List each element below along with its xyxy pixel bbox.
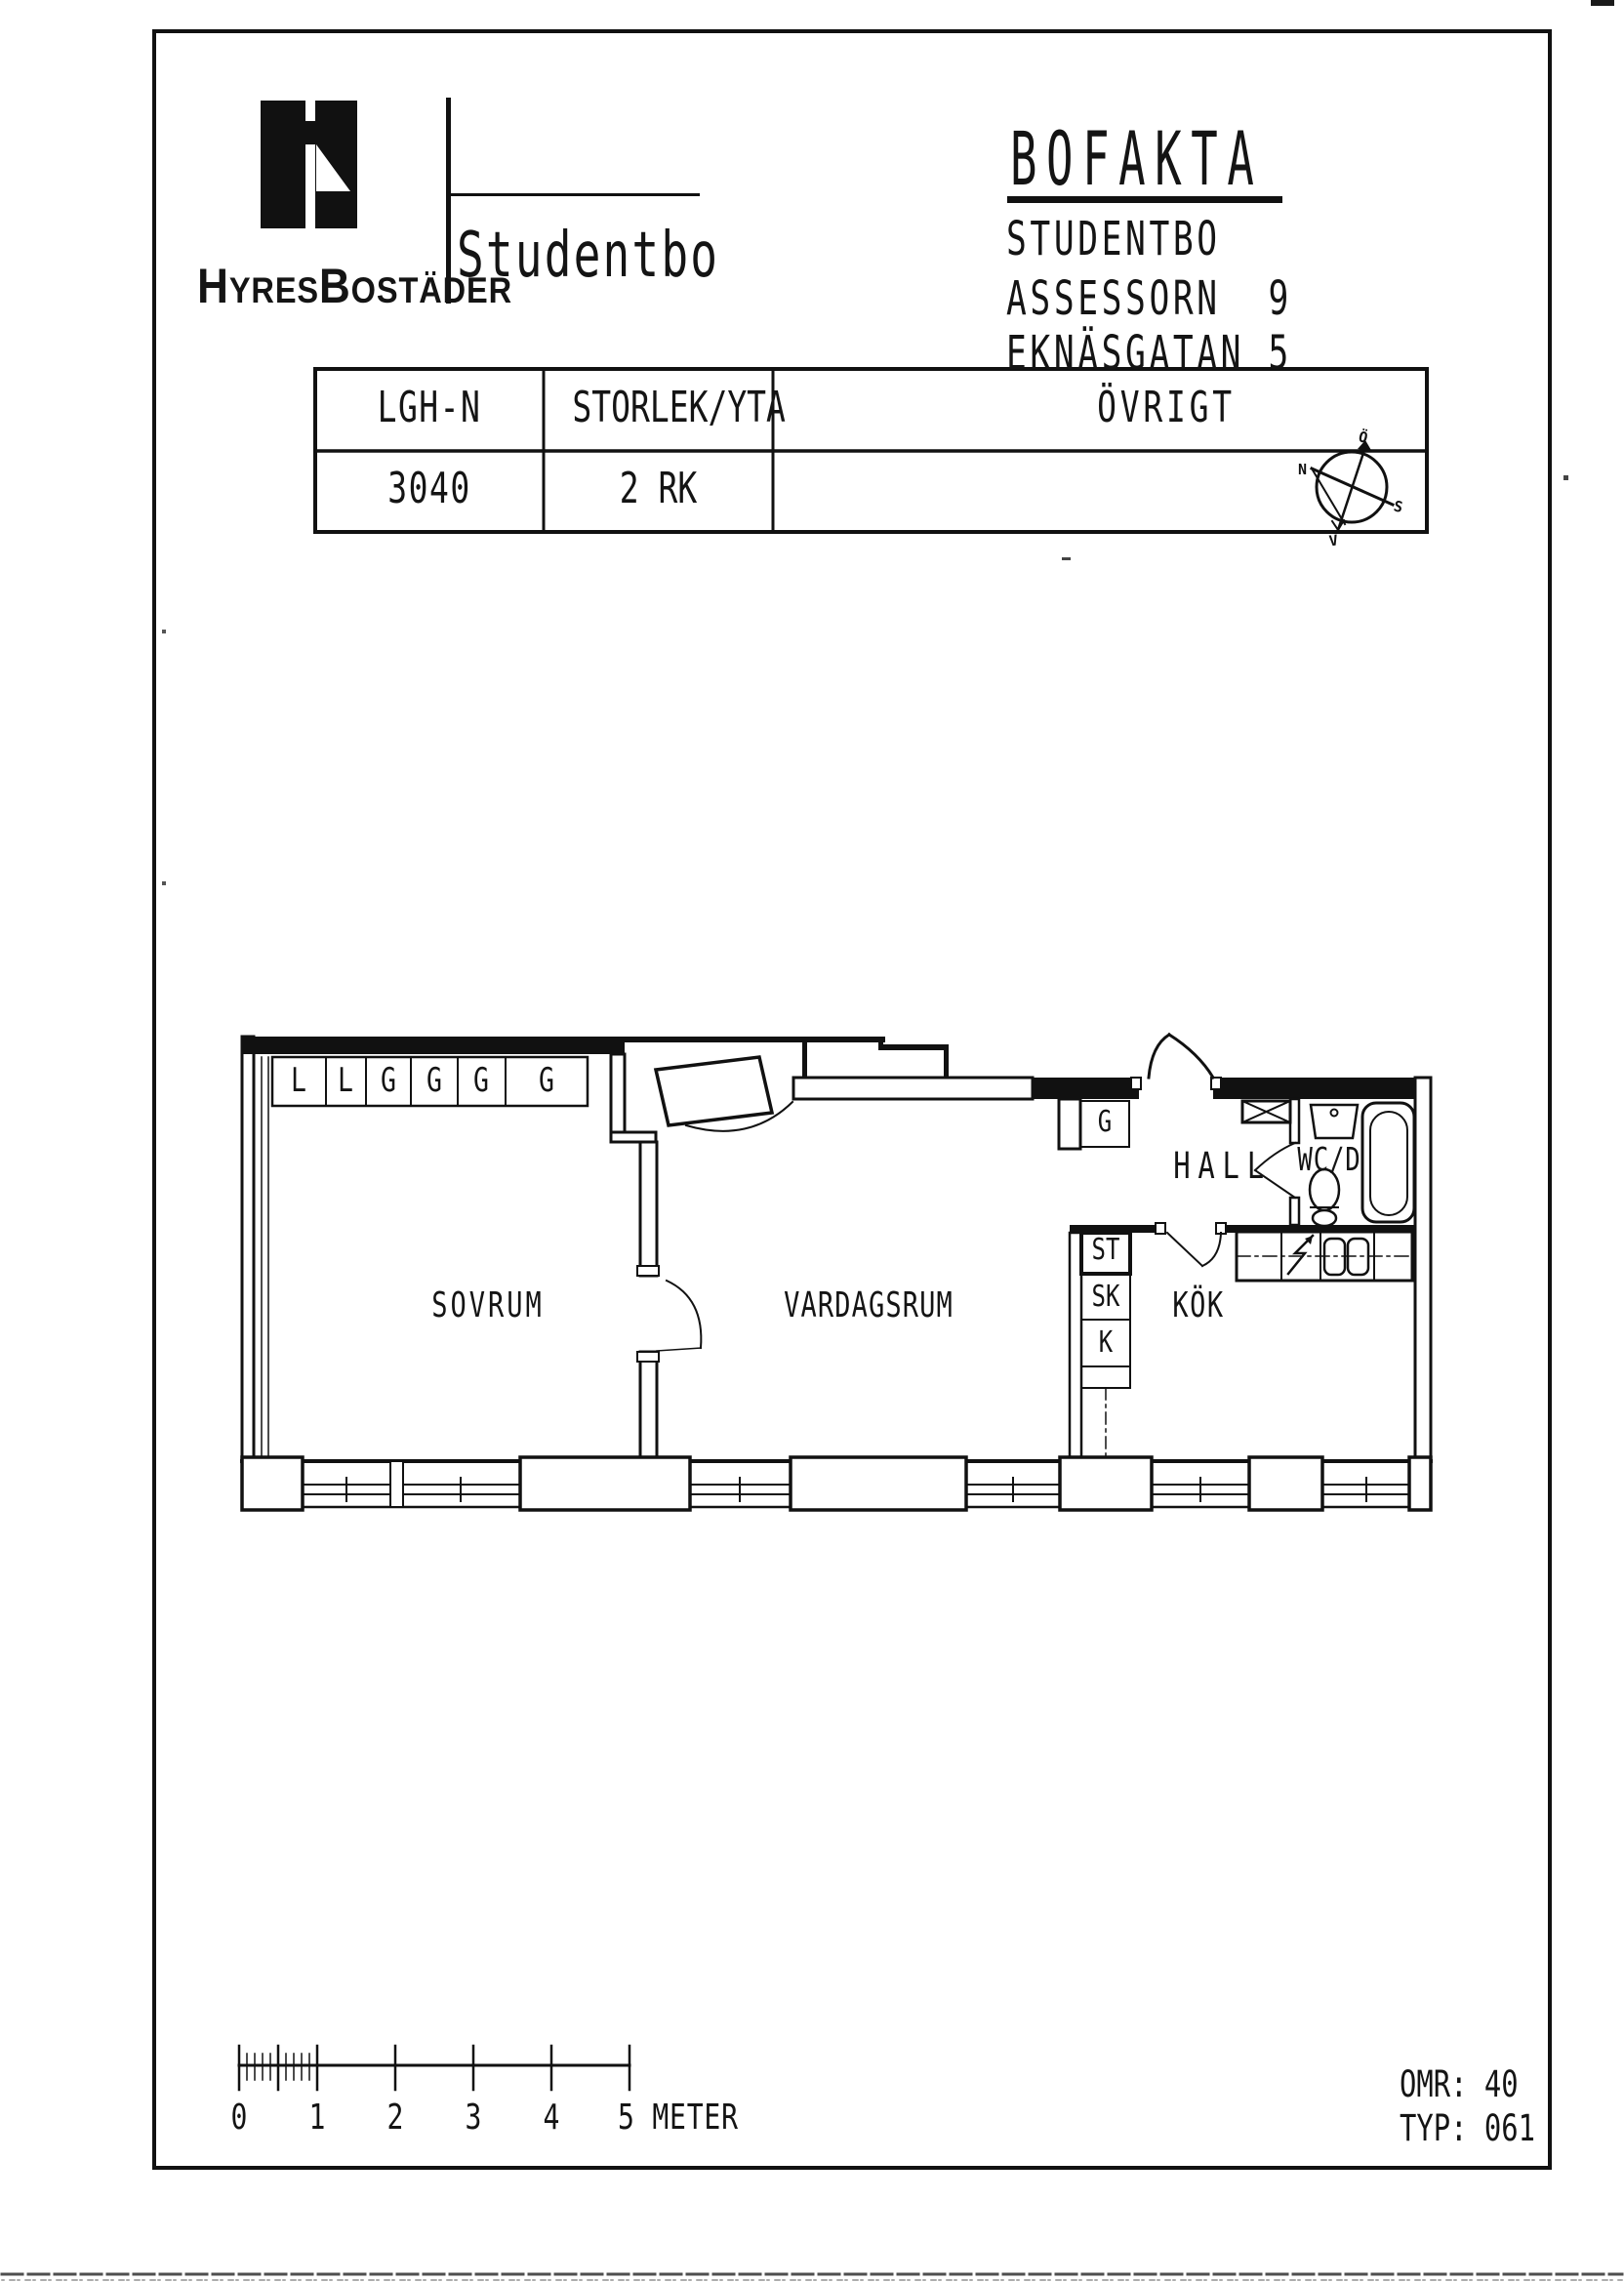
room-label-hall: HALL	[1173, 1145, 1272, 1187]
scale-tick-label-3: 3	[465, 2098, 482, 2138]
doc-subtitle-2: ASSESSORN 9	[1006, 271, 1292, 326]
brand-rule	[451, 193, 700, 196]
brand-divider	[446, 98, 451, 304]
scale-tick-label-1: 1	[308, 2098, 326, 2138]
wardrobe-cell-label: G	[426, 1061, 442, 1100]
brand-left-text: HYRESBOSTÄDER	[179, 246, 512, 326]
footer-typ: TYP: 061	[1400, 2107, 1536, 2149]
col-header-storlek-yta: STORLEK/YTA	[572, 383, 786, 432]
compass-label-v: V	[1328, 531, 1339, 550]
col-header-ovrigt: ÖVRIGT	[1097, 383, 1236, 432]
info-table-grid	[313, 367, 1429, 534]
hall-wardrobe-label: G	[1097, 1105, 1113, 1139]
closet-label-sk: SK	[1091, 1280, 1120, 1314]
room-label-kok: KÖK	[1172, 1285, 1225, 1325]
bathroom-walls	[1240, 1097, 1301, 1227]
compass-label-o: Ö	[1357, 427, 1369, 447]
bathtub-icon	[1360, 1101, 1416, 1224]
room-label-vardagsrum: VARDAGSRUM	[784, 1285, 954, 1325]
brand-part: H	[197, 259, 229, 313]
bottom-wall-windows	[240, 1455, 1433, 1512]
room-label-sovrum: SOVRUM	[431, 1285, 545, 1325]
hall-kitchen-wall	[1070, 1222, 1415, 1268]
footer-omr: OMR: 40	[1400, 2063, 1519, 2105]
sovrum-divider-wall	[609, 1052, 703, 1463]
wardrobe-cell-label: L	[291, 1061, 306, 1100]
room-label-wcd: WC/D	[1297, 1140, 1361, 1178]
title-underline	[1007, 196, 1282, 203]
doc-subtitle-3: EKNÄSGATAN 5	[1006, 326, 1292, 381]
wardrobe-cell-label: G	[381, 1061, 396, 1100]
wardrobe-cell-label: G	[539, 1061, 554, 1100]
outer-walls	[240, 1035, 1433, 1509]
closet-column	[1068, 1231, 1132, 1463]
cell-storlek-yta-value: 2 RK	[619, 464, 698, 513]
hyresbostader-logo-icon	[261, 101, 357, 228]
scale-tick-label-2: 2	[386, 2098, 404, 2138]
brand-part: YRES	[228, 270, 320, 310]
compass-label-s: S	[1392, 497, 1404, 515]
kitchen-counter	[1235, 1230, 1414, 1283]
scale-bar	[237, 2044, 631, 2092]
wardrobe-row	[270, 1055, 589, 1108]
closet-label-st: ST	[1091, 1233, 1120, 1267]
open-door-leaf-icon	[653, 1055, 794, 1132]
page-border	[152, 29, 1552, 2170]
doc-title: BOFAKTA	[1010, 115, 1264, 202]
doc-subtitle-1: STUDENTBO	[1006, 212, 1221, 266]
hall-wardrobe-box	[1057, 1097, 1130, 1151]
brand-part: OSTÄDER	[350, 270, 513, 310]
brand-part: B	[319, 259, 351, 313]
scale-tick-label-0: 0	[230, 2098, 248, 2138]
compass-rose-icon	[1310, 440, 1395, 532]
scale-end-label: 5 METER	[618, 2098, 739, 2138]
cell-lgh-n-value: 3040	[387, 464, 471, 513]
brand-right-text: Studentbo	[457, 220, 720, 292]
wardrobe-cell-label: G	[473, 1061, 489, 1100]
compass-label-n: N	[1298, 461, 1307, 478]
sink-icon	[1309, 1103, 1360, 1140]
wardrobe-cell-label: L	[338, 1061, 353, 1100]
closet-label-k: K	[1098, 1325, 1114, 1360]
toilet-icon	[1308, 1167, 1341, 1228]
scale-tick-label-4: 4	[543, 2098, 560, 2138]
col-header-lgh-n: LGH-N	[377, 383, 482, 432]
entry-door-icon	[1147, 1032, 1216, 1080]
